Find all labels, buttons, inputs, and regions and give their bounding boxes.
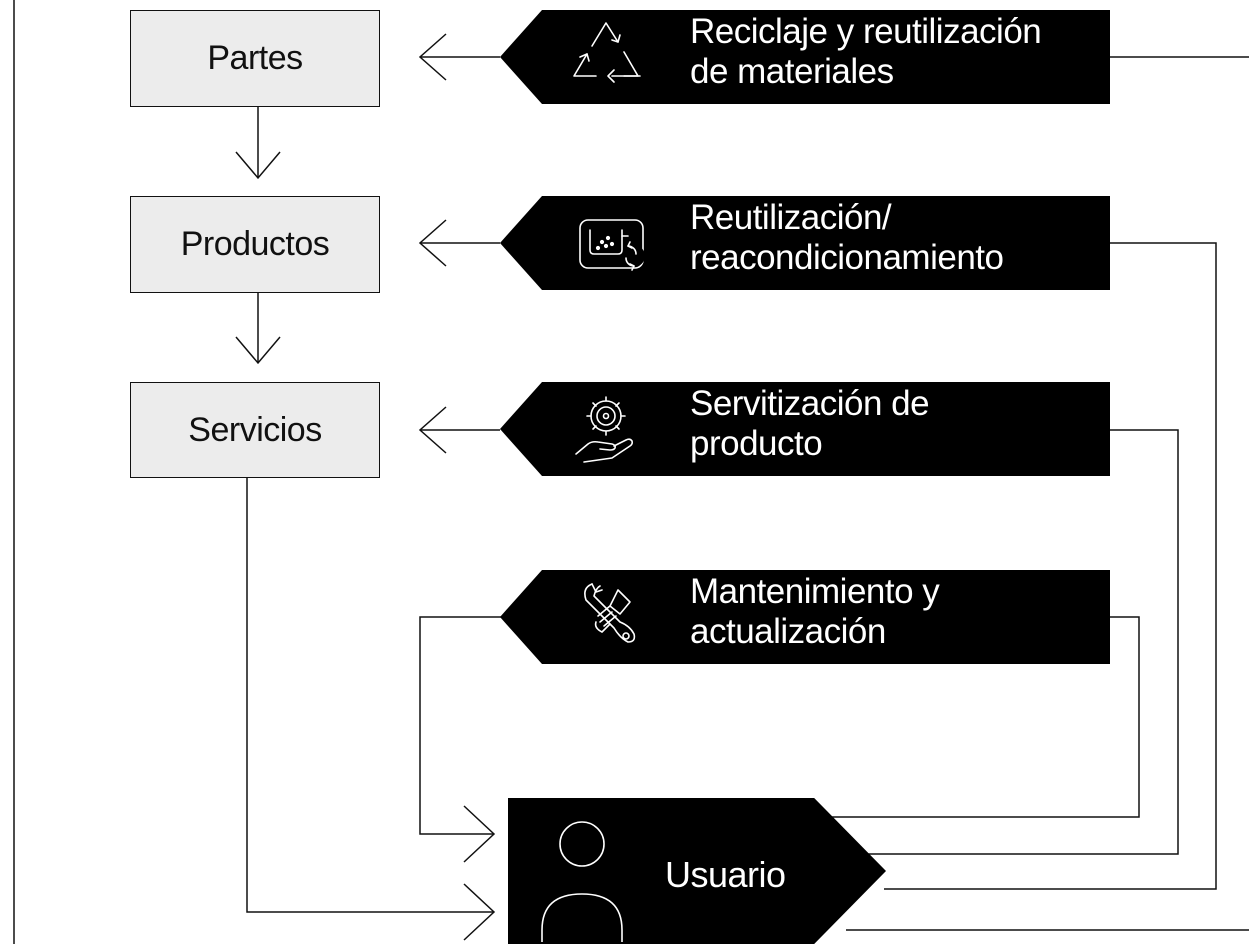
arrow-maintenance-to-user: [419, 616, 505, 863]
stage-partes: Partes: [130, 10, 380, 107]
banner-reuse: Reutilización/ reacondicionamiento: [500, 196, 1110, 290]
arrow-reuse-to-productos: [418, 219, 500, 267]
arrow-servitization-to-servicios: [418, 406, 500, 454]
user-label: Usuario: [665, 854, 786, 895]
banner-servitization: Servitización de producto: [500, 382, 1110, 476]
recycle-icon: [573, 22, 641, 83]
banner-recycling-line2: de materiales: [690, 52, 894, 91]
stage-productos-label: Productos: [180, 225, 330, 263]
gear-hand-icon: [575, 396, 634, 463]
arrow-servicios-to-user: [246, 476, 496, 941]
banner-reuse-text: Reutilización/ reacondicionamiento: [690, 198, 1004, 278]
banner-maintenance-line2: actualización: [690, 612, 886, 651]
user-icon: [541, 821, 623, 942]
banner-reuse-line2: reacondicionamiento: [690, 238, 1004, 277]
banner-reuse-line1: Reutilización/: [690, 198, 892, 237]
stage-servicios: Servicios: [130, 382, 380, 478]
wrench-hand-icon: [584, 583, 636, 643]
banner-maintenance: Mantenimiento y actualización: [500, 570, 1110, 664]
loop-user-to-reuse: [884, 242, 1217, 890]
banner-recycling: Reciclaje y reutilización de materiales: [500, 10, 1110, 104]
stage-productos: Productos: [130, 196, 380, 293]
arrow-partes-to-productos: [235, 106, 281, 180]
banner-recycling-text: Reciclaje y reutilización de materiales: [690, 12, 1042, 92]
stage-partes-label: Partes: [207, 39, 303, 77]
arrow-recycling-to-partes: [418, 33, 500, 81]
banner-maintenance-line1: Mantenimiento y: [690, 572, 940, 611]
reuse-refurbish-icon: [579, 219, 645, 271]
user-node: Usuario: [508, 798, 886, 944]
loop-user-to-maintenance: [820, 616, 1140, 818]
stage-servicios-label: Servicios: [188, 410, 322, 449]
banner-maintenance-text: Mantenimiento y actualización: [690, 572, 940, 652]
banner-servitization-line1: Servitización de: [690, 384, 930, 423]
arrow-productos-to-servicios: [235, 292, 281, 365]
loop-user-to-servitization: [858, 429, 1179, 855]
banner-recycling-line1: Reciclaje y reutilización: [690, 12, 1042, 51]
banner-servitization-text: Servitización de producto: [690, 384, 930, 464]
banner-servitization-line2: producto: [690, 424, 823, 463]
